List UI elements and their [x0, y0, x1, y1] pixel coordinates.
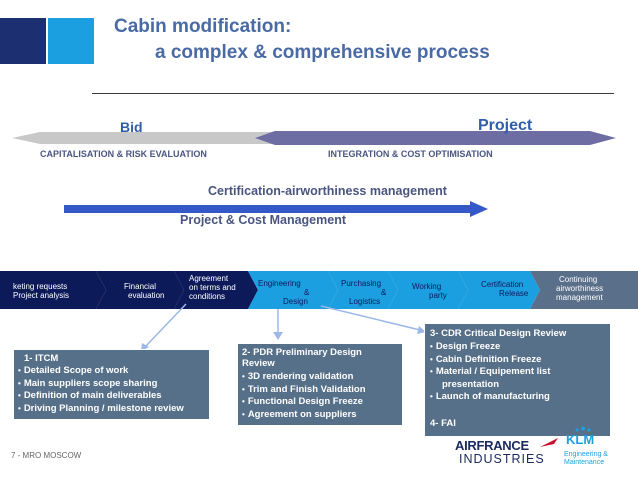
pdr-item: Agreement on suppliers [242, 409, 398, 422]
cdr-item: Cabin Definition Freeze [430, 354, 605, 367]
logo-square-light [48, 18, 94, 64]
connector-itcm [144, 303, 187, 348]
chevron-step-7 [458, 271, 540, 309]
bid-subtitle: CAPITALISATION & RISK EVALUATION [40, 149, 207, 159]
bid-arrow [12, 132, 280, 144]
cdr-item-continued: presentation [442, 378, 500, 390]
pdr-item: Functional Design Freeze [242, 396, 398, 409]
klm-subtitle: Engineering &Maintenance [564, 451, 608, 466]
cdr-item: Launch of manufacturing [430, 391, 605, 404]
pdr-item: Trim and Finish Validation [242, 384, 398, 397]
chevron-step-2 [96, 271, 184, 309]
itcm-box: 1- ITCM Detailed Scope of work Main supp… [13, 349, 210, 420]
itcm-item: Main suppliers scope sharing [18, 378, 205, 391]
title-divider [92, 93, 614, 94]
project-subtitle: INTEGRATION & COST OPTIMISATION [328, 149, 493, 159]
step-5-label: Purchasing&Logistics [341, 279, 387, 306]
project-label: Project [478, 117, 533, 134]
cdr-item: Design Freeze [430, 341, 605, 354]
pdr-item: 3D rendering validation [242, 371, 398, 384]
chevron-step-5 [328, 271, 398, 309]
cdr-heading: 3- CDR Critical Design Review [430, 328, 567, 339]
chevron-step-8 [530, 271, 638, 309]
chevron-step-6 [388, 271, 468, 309]
klm-logo-text: KLM [566, 432, 595, 447]
connector-pdr-head [273, 332, 283, 340]
connector-cdr [320, 305, 421, 331]
bid-label: Bid [120, 119, 143, 135]
chevron-step-4 [248, 271, 338, 309]
cdr-box: 3- CDR Critical Design Review Design Fre… [424, 323, 611, 437]
cdr-fai: 4- FAI [430, 417, 456, 429]
itcm-item: Driving Planning / milestone review [18, 403, 205, 416]
airfrance-swoosh-icon [540, 438, 558, 447]
phase-arrows [12, 131, 616, 217]
project-arrow [255, 131, 616, 145]
cdr-item: Material / Equipement list [430, 366, 605, 379]
connector-cdr-head [417, 326, 426, 334]
airfrance-logo-text: AIRFRANCE [455, 438, 529, 453]
itcm-heading: 1- ITCM [24, 353, 59, 364]
certification-label: Certification-airworthiness management [208, 184, 447, 198]
project-cost-label: Project & Cost Management [180, 213, 347, 227]
management-arrow [64, 201, 488, 217]
chevron-step-1 [0, 271, 106, 309]
page-footer: 7 - MRO MOSCOW [11, 451, 82, 460]
chevron-step-3 [174, 271, 258, 309]
page-subtitle: a complex & comprehensive process [155, 42, 490, 63]
airfrance-industries-text: INDUSTRIES [459, 452, 545, 466]
klm-crown-icon [575, 426, 591, 432]
itcm-item: Detailed Scope of work [18, 365, 205, 378]
step-4-label: Engineering&Design [258, 279, 310, 306]
page-title: Cabin modification: [114, 16, 292, 37]
itcm-item: Definition of main deliverables [18, 390, 205, 403]
logo-square-dark [0, 18, 46, 64]
